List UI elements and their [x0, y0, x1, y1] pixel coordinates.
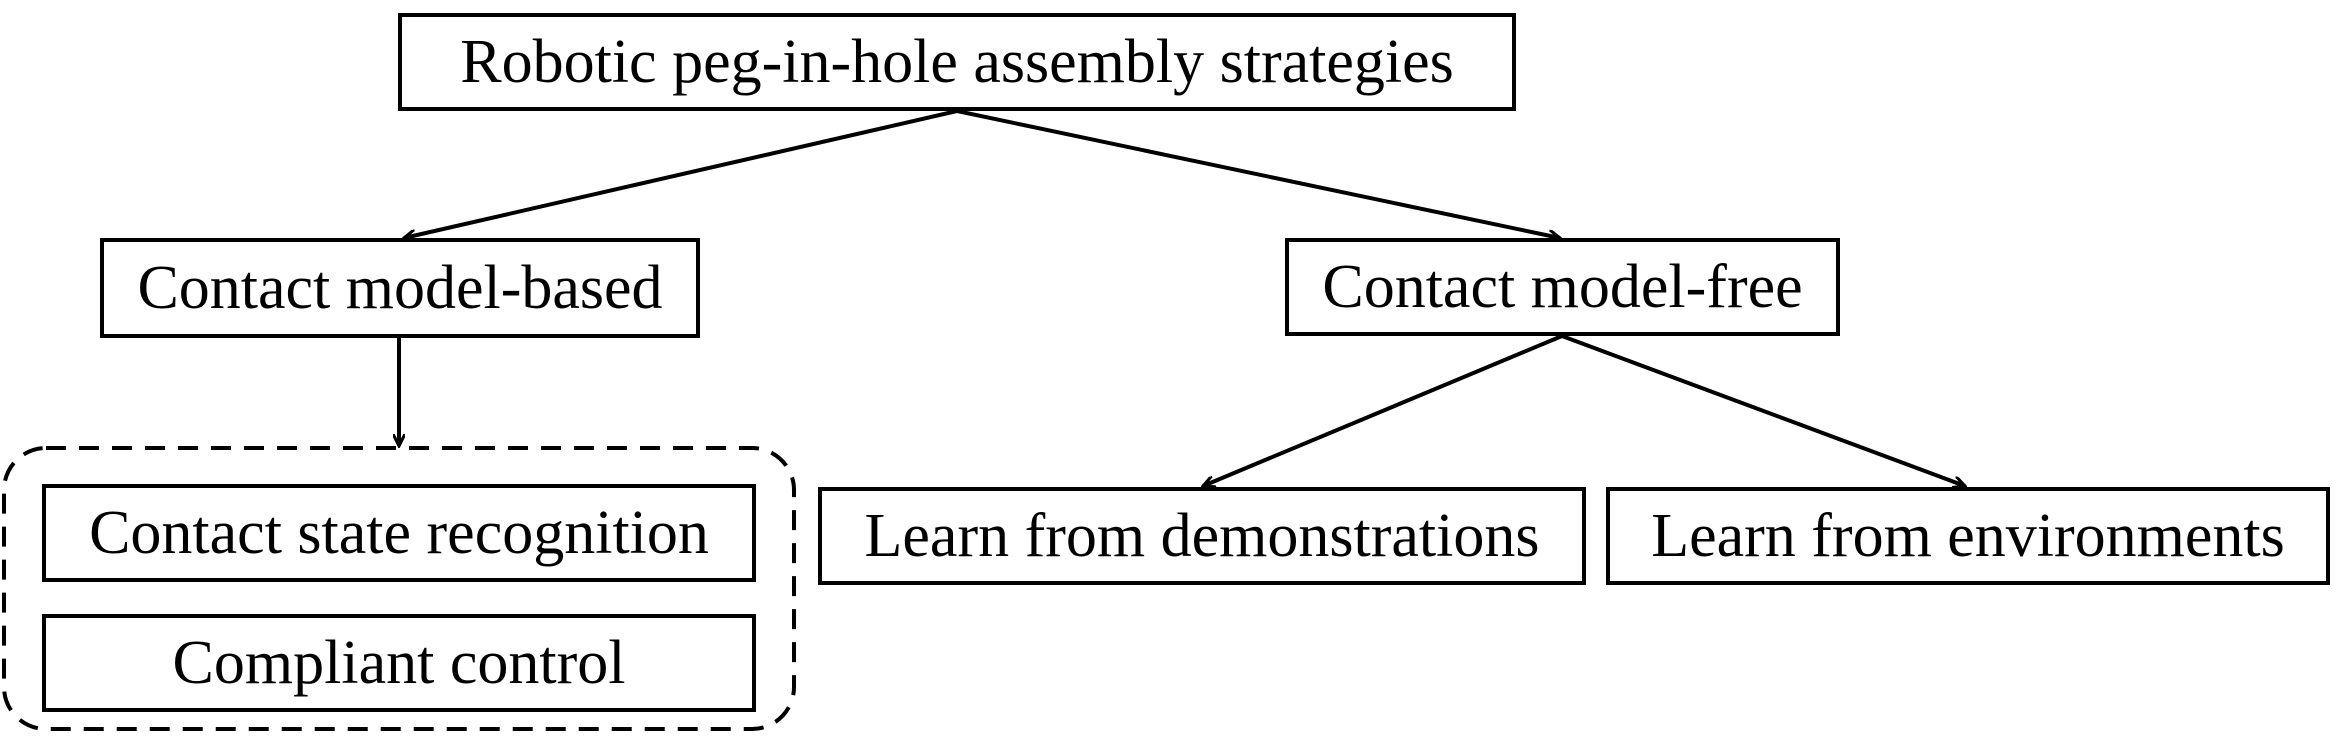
- contact-state-recognition-label: Contact state recognition: [89, 499, 709, 567]
- contact-state-recognition-node: Contact state recognition: [42, 484, 756, 582]
- contact-model-free-label: Contact model-free: [1322, 253, 1803, 321]
- edge-model-free-to-demonstrations: [1203, 334, 1563, 486]
- edge-root-to-model-based: [404, 109, 958, 238]
- edge-root-to-model-free: [956, 109, 1560, 238]
- contact-model-based-label: Contact model-based: [137, 254, 663, 322]
- compliant-control-label: Compliant control: [172, 629, 626, 697]
- edge-model-free-to-environments: [1561, 334, 1965, 486]
- learn-from-environments-label: Learn from environments: [1651, 502, 2285, 570]
- compliant-control-node: Compliant control: [42, 614, 756, 712]
- learn-from-environments-node: Learn from environments: [1606, 487, 2330, 585]
- learn-from-demonstrations-label: Learn from demonstrations: [864, 502, 1540, 570]
- model-based-dashed-group: [2, 446, 796, 731]
- root-node-label: Robotic peg-in-hole assembly strategies: [460, 28, 1454, 96]
- learn-from-demonstrations-node: Learn from demonstrations: [818, 487, 1586, 585]
- contact-model-free-node: Contact model-free: [1285, 238, 1840, 336]
- root-node: Robotic peg-in-hole assembly strategies: [398, 13, 1516, 111]
- contact-model-based-node: Contact model-based: [100, 238, 700, 338]
